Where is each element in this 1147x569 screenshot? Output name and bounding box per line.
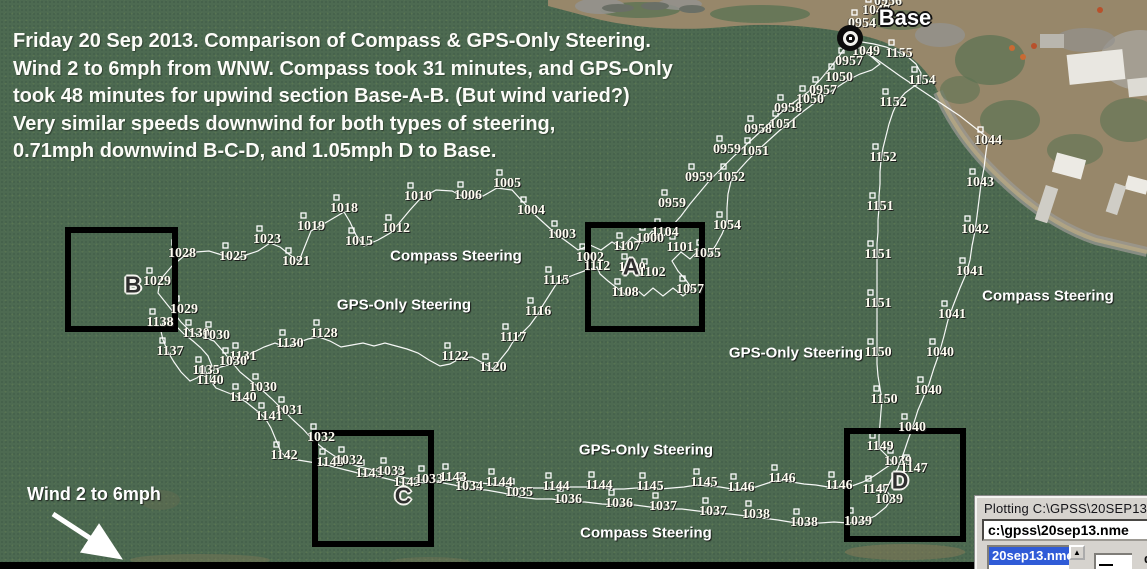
annotation-line: took 48 minutes for upwind section Base-… bbox=[13, 85, 630, 107]
wind-direction-arrow bbox=[51, 511, 123, 560]
building-shape bbox=[1066, 49, 1126, 85]
waypoint-box-C bbox=[312, 430, 434, 547]
nmea-file-listbox[interactable]: 20sep13.nme bbox=[987, 545, 1069, 569]
dock-shape bbox=[1105, 182, 1127, 216]
annotation-line: Very similar speeds downwind for both ty… bbox=[13, 112, 556, 135]
trackpoint-markers bbox=[146, 0, 984, 515]
annotation-text-block: Friday 20 Sep 2013. Comparison of Compas… bbox=[13, 28, 673, 166]
shoreline-land bbox=[130, 0, 1147, 567]
annotation-line: 0.71mph downwind B-C-D, and 1.05mph D to… bbox=[13, 140, 497, 162]
nmea-file-path-field[interactable]: c:\gpss\20sep13.nme bbox=[982, 519, 1147, 541]
dock-shape bbox=[1034, 185, 1059, 224]
annotation-line: Friday 20 Sep 2013. Comparison of Compas… bbox=[13, 30, 651, 52]
line-style-box[interactable] bbox=[1094, 553, 1132, 569]
waypoint-letter-A: A bbox=[622, 253, 640, 280]
waypoint-box-D bbox=[844, 428, 966, 542]
waypoint-letter-C: C bbox=[394, 482, 412, 509]
wind-label: Wind 2 to 6mph bbox=[27, 484, 161, 504]
waypoint-letter-D: D bbox=[891, 467, 909, 494]
gps-only-steering-track bbox=[159, 41, 922, 491]
compass-steering-track bbox=[157, 39, 989, 525]
nmea-file-list-item-selected[interactable]: 20sep13.nme bbox=[989, 547, 1069, 565]
waypoint-letter-B: B bbox=[124, 271, 142, 298]
waypoint-box-A bbox=[585, 222, 705, 332]
plotting-window-title: Plotting C:\GPSS\20SEP13.NME bbox=[984, 501, 1147, 516]
listbox-scroll-up-button[interactable]: ▲ bbox=[1069, 545, 1085, 560]
base-waypoint-label: Base bbox=[878, 5, 932, 30]
waypoint-box-B bbox=[65, 227, 178, 332]
clipped-label-fragment: d bbox=[1144, 551, 1147, 566]
bottom-black-bar bbox=[0, 562, 1147, 569]
base-waypoint-marker bbox=[837, 25, 863, 51]
line-style-icon bbox=[1099, 564, 1113, 566]
annotation-line: Wind 2 to 6mph from WNW. Compass took 31… bbox=[13, 57, 673, 80]
plotting-window[interactable]: Plotting C:\GPSS\20SEP13.NME c:\gpss\20s… bbox=[975, 496, 1147, 569]
